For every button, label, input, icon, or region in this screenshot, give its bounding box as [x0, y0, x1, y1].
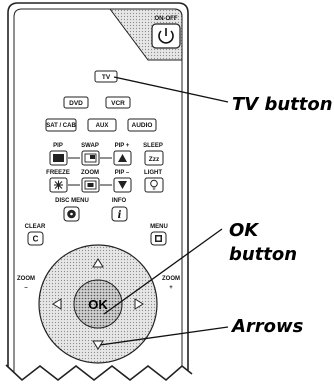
info-label: INFO	[112, 198, 127, 204]
pip-plus-button[interactable]	[113, 150, 132, 166]
audio-label: AUDIO	[132, 122, 153, 129]
swap-label: SWAP	[81, 143, 99, 149]
aux-label: AUX	[96, 123, 109, 129]
info-button[interactable]: i	[111, 206, 128, 222]
menu-label: MENU	[150, 224, 168, 230]
clear-button[interactable]: C	[27, 231, 44, 246]
clear-icon: C	[33, 235, 39, 244]
menu-icon	[155, 235, 162, 242]
zoom-minus-label: ZOOM	[17, 276, 35, 282]
pip-icon	[53, 154, 64, 162]
sat-cab-button[interactable]: SAT / CAB	[45, 118, 77, 132]
power-icon	[158, 28, 174, 44]
pip-minus-button[interactable]	[113, 177, 132, 193]
sat-cab-label: SAT / CAB	[46, 123, 76, 129]
pip-button[interactable]	[49, 150, 68, 166]
menu-button[interactable]	[150, 231, 167, 246]
ok-callout-line1: OK	[229, 220, 260, 241]
snowflake-icon	[54, 180, 63, 190]
arrows-callout: Arrows	[230, 316, 304, 337]
tv-button-callout: TV button	[232, 94, 333, 115]
up-arrow-icon[interactable]	[92, 258, 104, 268]
zoom-minus-sign: –	[24, 285, 28, 291]
ok-callout-line	[103, 228, 223, 315]
sleep-button[interactable]: Zzz	[144, 150, 164, 166]
lightbulb-icon	[150, 179, 158, 190]
audio-button[interactable]: AUDIO	[127, 118, 157, 132]
tv-button-label: TV	[102, 74, 111, 81]
pip-label: PIP	[53, 143, 63, 149]
dvd-button[interactable]: DVD	[63, 96, 89, 109]
right-arrow-icon[interactable]	[134, 298, 144, 310]
ok-label: OK	[88, 297, 108, 312]
light-button[interactable]	[144, 177, 164, 193]
tv-callout-line	[113, 76, 229, 103]
disc-menu-label: DISC MENU	[55, 198, 89, 204]
disc-icon	[67, 209, 76, 219]
swap-icon	[84, 153, 97, 163]
vcr-button-label: VCR	[111, 100, 125, 107]
freeze-button[interactable]	[49, 177, 68, 193]
zoom-label: ZOOM	[81, 170, 99, 176]
ok-button[interactable]: OK	[73, 279, 123, 329]
ok-callout-line2: button	[229, 244, 297, 265]
clear-label: CLEAR	[25, 224, 46, 230]
swap-button[interactable]	[81, 150, 100, 166]
aux-button[interactable]: AUX	[87, 118, 117, 132]
left-arrow-icon[interactable]	[52, 298, 62, 310]
zoom-button[interactable]	[81, 177, 100, 193]
disc-menu-button[interactable]	[63, 206, 80, 222]
dvd-button-label: DVD	[69, 100, 83, 107]
power-label: ON-OFF	[155, 16, 178, 22]
info-icon: i	[118, 210, 122, 221]
zoom-plus-label: ZOOM	[162, 276, 180, 282]
vcr-button[interactable]: VCR	[105, 96, 131, 109]
arrows-callout-line	[99, 326, 229, 346]
freeze-label: FREEZE	[46, 170, 70, 176]
light-label: LIGHT	[144, 170, 162, 176]
sleep-label: SLEEP	[143, 143, 163, 149]
pip-minus-label: PIP –	[115, 170, 130, 176]
down-triangle-icon	[118, 181, 127, 189]
zoom-plus-sign: +	[169, 285, 173, 291]
pip-plus-label: PIP +	[115, 143, 130, 149]
tv-button[interactable]: TV	[94, 70, 118, 83]
zoom-icon	[84, 180, 97, 190]
up-triangle-icon	[118, 154, 127, 162]
power-button[interactable]	[151, 23, 181, 49]
sleep-icon: Zzz	[149, 156, 160, 163]
